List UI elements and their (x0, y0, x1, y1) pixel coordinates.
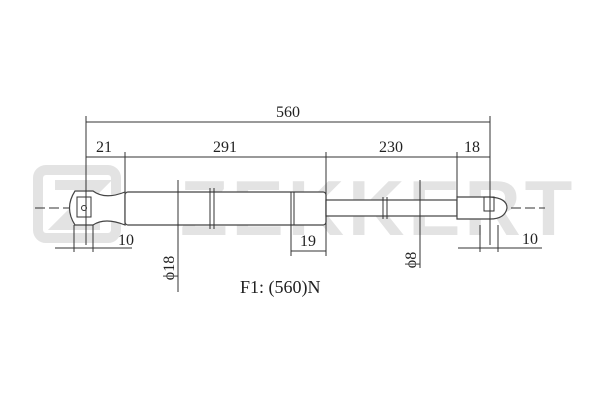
rod (325, 199, 458, 217)
cylinder (124, 191, 327, 226)
dim-rod-length: 230 (379, 139, 403, 156)
force-label: F1: (560)N (240, 277, 321, 298)
dim-left-eye-width: 10 (118, 232, 134, 249)
right-end-fitting (456, 196, 508, 220)
dim-total-length: 560 (276, 104, 300, 121)
dim-left-fitting: 21 (96, 139, 112, 156)
left-end-fitting (68, 190, 126, 226)
dim-cylinder-length: 291 (213, 139, 237, 156)
dim-rod-diameter: ϕ8 (403, 252, 420, 268)
dim-right-eye-width: 10 (522, 231, 538, 248)
dimension-lines (55, 116, 542, 292)
dim-right-fitting: 18 (464, 139, 480, 156)
dim-cylinder-diameter: ϕ18 (161, 256, 178, 280)
dim-cylinder-end: 19 (300, 233, 316, 250)
